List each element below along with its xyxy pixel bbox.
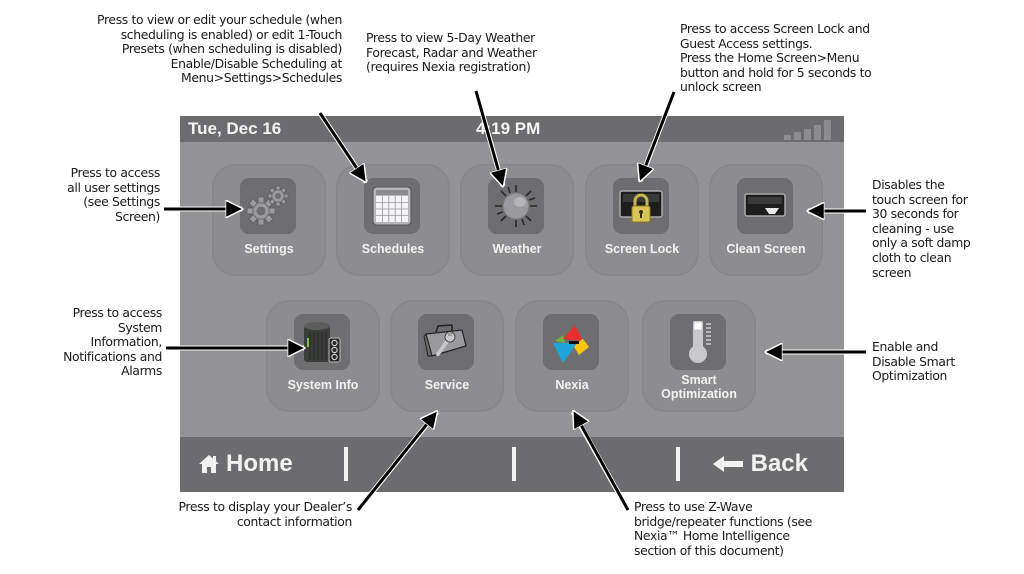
callout-service: Press to display your Dealer’s contact i… bbox=[178, 499, 353, 529]
thermometer-icon bbox=[670, 314, 726, 370]
tile-smart-optimization[interactable]: Smart Optimization bbox=[642, 300, 756, 412]
footer-divider bbox=[512, 447, 516, 481]
status-time: 4:19 PM bbox=[476, 119, 541, 138]
tile-label: Clean Screen bbox=[726, 242, 806, 256]
signal-strength-icon bbox=[784, 120, 836, 140]
footer-bar: Home Back bbox=[180, 437, 844, 492]
gears-icon bbox=[240, 178, 296, 234]
toolbox-wrench-icon bbox=[418, 314, 474, 370]
status-date: Tue, Dec 16 bbox=[188, 119, 282, 138]
tile-clean-screen[interactable]: Clean Screen bbox=[709, 164, 823, 276]
thermostat-screen: Tue, Dec 16 4:19 PM bbox=[180, 116, 844, 492]
callout-weather: Press to view 5-Day Weather Forecast, Ra… bbox=[366, 30, 537, 75]
footer-divider bbox=[344, 447, 348, 481]
house-icon bbox=[199, 455, 219, 473]
home-button[interactable]: Home bbox=[198, 449, 293, 479]
sun-icon bbox=[488, 178, 544, 234]
left-arrow-icon bbox=[712, 456, 743, 472]
back-label: Back bbox=[750, 450, 808, 477]
tile-label: Nexia bbox=[555, 378, 589, 392]
hvac-unit-icon bbox=[294, 314, 350, 370]
callout-nexia: Press to use Z-Wave bridge/repeater func… bbox=[634, 499, 813, 558]
callout-clean-screen: Disables the touch screen for 30 seconds… bbox=[872, 177, 971, 280]
callout-screen-lock: Press to access Screen Lock and Guest Ac… bbox=[680, 21, 872, 95]
tile-label: Schedules bbox=[361, 242, 425, 256]
home-label: Home bbox=[226, 450, 293, 477]
tile-nexia[interactable]: Nexia bbox=[515, 300, 629, 412]
tile-label: System Info bbox=[287, 378, 359, 392]
back-button[interactable]: Back bbox=[712, 449, 808, 479]
tile-service[interactable]: Service bbox=[390, 300, 504, 412]
tile-label: Service bbox=[424, 378, 470, 392]
calendar-icon bbox=[364, 178, 420, 234]
tile-label: Screen Lock bbox=[604, 242, 680, 256]
tile-system-info[interactable]: System Info bbox=[266, 300, 380, 412]
callout-settings: Press to access all user settings (see S… bbox=[67, 165, 160, 224]
tile-settings[interactable]: Settings bbox=[212, 164, 326, 276]
tile-label: Weather bbox=[492, 242, 542, 256]
wipe-screen-icon bbox=[737, 178, 793, 234]
callout-smart-optimization: Enable and Disable Smart Optimization bbox=[872, 339, 955, 384]
tile-screen-lock[interactable]: Screen Lock bbox=[585, 164, 699, 276]
footer-divider bbox=[676, 447, 680, 481]
tile-schedules[interactable]: Schedules bbox=[336, 164, 450, 276]
callout-schedules: Press to view or edit your schedule (whe… bbox=[97, 12, 342, 86]
tile-label: Settings bbox=[244, 242, 294, 256]
tile-weather[interactable]: Weather bbox=[460, 164, 574, 276]
tile-label: Smart Optimization bbox=[661, 373, 737, 401]
status-bar: Tue, Dec 16 4:19 PM bbox=[180, 116, 844, 142]
callout-system-info: Press to access System Information, Noti… bbox=[63, 305, 162, 379]
nexia-logo-icon bbox=[543, 314, 599, 370]
padlock-icon bbox=[613, 178, 669, 234]
